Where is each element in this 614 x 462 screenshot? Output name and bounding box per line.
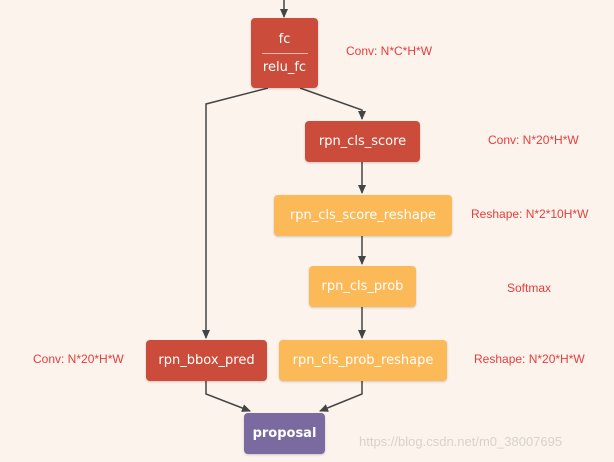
node-rpn-cls-score-reshape: rpn_cls_score_reshape bbox=[274, 195, 452, 236]
watermark-text: https://blog.csdn.net/m0_38007695 bbox=[359, 434, 563, 449]
annotation-bbox-pred: Conv: N*20*H*W bbox=[33, 352, 124, 366]
annotation-cls-prob: Softmax bbox=[507, 281, 552, 295]
node-fc-relu-fc: fc relu_fc bbox=[251, 18, 318, 88]
node-proposal: proposal bbox=[244, 413, 325, 454]
annotation-cls-prob-reshape: Reshape: N*20*H*W bbox=[474, 352, 585, 366]
node-rpn-cls-prob: rpn_cls_prob bbox=[309, 266, 416, 307]
annotation-fc: Conv: N*C*H*W bbox=[346, 44, 433, 58]
node-relu-fc-label: relu_fc bbox=[262, 59, 307, 75]
annotation-cls-score: Conv: N*20*H*W bbox=[488, 133, 579, 147]
node-rpn-cls-score: rpn_cls_score bbox=[305, 121, 420, 162]
node-fc-label: fc bbox=[278, 31, 291, 47]
edge-fc-cls-score bbox=[299, 87, 366, 120]
node-fc-divider bbox=[261, 52, 308, 54]
edge-bbox-pred-proposal bbox=[205, 381, 251, 412]
edge-cls-prob-reshape-proposal bbox=[319, 381, 363, 412]
node-rpn-cls-prob-reshape: rpn_cls_prob_reshape bbox=[279, 340, 447, 381]
annotation-cls-score-reshape: Reshape: N*2*10H*W bbox=[471, 207, 589, 221]
node-rpn-bbox-pred: rpn_bbox_pred bbox=[146, 340, 267, 381]
edge-fc-bbox-pred bbox=[202, 87, 269, 339]
